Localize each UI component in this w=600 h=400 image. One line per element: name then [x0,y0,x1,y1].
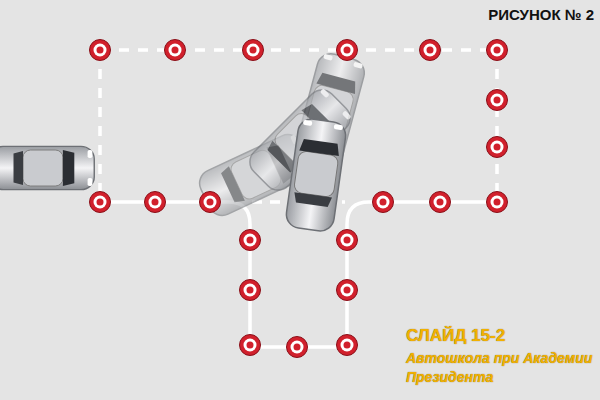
cone-marker [337,335,358,356]
cone-marker [487,192,508,213]
cone-marker [243,40,264,61]
slide-label: СЛАЙД 15-2 [406,326,505,346]
cone-marker [240,335,261,356]
cone-marker [487,90,508,111]
cone-marker [487,137,508,158]
cone-marker [90,40,111,61]
cone-marker [487,40,508,61]
cone-marker [240,280,261,301]
cone-marker [240,230,261,251]
cone-marker [165,40,186,61]
cone-marker [337,230,358,251]
cone-marker [90,192,111,213]
cone-marker [200,192,221,213]
cone-marker [373,192,394,213]
cone-marker [145,192,166,213]
school-watermark: Автошкола при Академии Президента [406,349,596,387]
figure-title: РИСУНОК № 2 [488,6,594,23]
cone-marker [430,192,451,213]
cone-marker [287,337,308,358]
cone-marker [337,40,358,61]
cone-marker [420,40,441,61]
cone-marker [337,280,358,301]
